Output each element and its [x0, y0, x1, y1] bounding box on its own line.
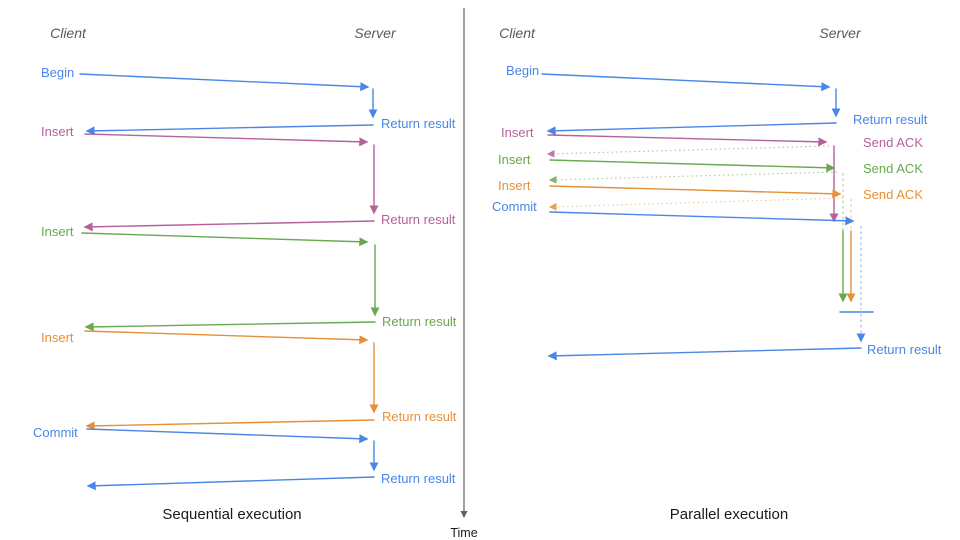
par-insert1-label: Insert — [501, 125, 534, 140]
seq-begin-return-label: Return result — [381, 116, 456, 131]
seq-message-insert-3: Insert Return result — [41, 330, 457, 431]
seq-insert2-return-arrow — [84, 321, 376, 332]
seq-insert1-label: Insert — [41, 124, 74, 139]
par-message-commit: Commit Return result — [492, 199, 942, 361]
par-client-header: Client — [499, 25, 536, 41]
par-insert2-label: Insert — [498, 152, 531, 167]
par-begin-label: Begin — [506, 63, 539, 78]
seq-commit-send-arrow — [86, 428, 369, 444]
sequential-diagram: Client Server Begin Return result Insert… — [33, 25, 457, 523]
seq-server-header: Server — [354, 25, 397, 41]
time-axis-label: Time — [450, 526, 477, 540]
par-begin-send-arrow — [541, 73, 831, 92]
par-message-begin: Begin Return result — [506, 63, 928, 136]
par-insert3-send-arrow — [549, 185, 842, 199]
seq-message-begin: Begin Return result — [41, 65, 456, 136]
par-server-header: Server — [819, 25, 862, 41]
seq-insert2-send-arrow — [81, 232, 369, 247]
par-begin-return-label: Return result — [853, 112, 928, 127]
seq-insert2-label: Insert — [41, 224, 74, 239]
seq-insert1-return-label: Return result — [381, 212, 456, 227]
par-commit-label: Commit — [492, 199, 537, 214]
par-insert3-ack-arrow — [548, 197, 844, 211]
par-message-insert-3: Insert Send ACK — [498, 178, 923, 303]
seq-commit-return-arrow — [86, 476, 375, 491]
parallel-diagram: Client Server Begin Return result Insert… — [492, 25, 942, 523]
par-insert3-ack-label: Send ACK — [863, 187, 923, 202]
seq-insert1-return-arrow — [83, 220, 375, 232]
seq-insert3-return-label: Return result — [382, 409, 457, 424]
seq-commit-return-label: Return result — [381, 471, 456, 486]
seq-insert1-send-arrow — [84, 133, 369, 147]
par-message-insert-1: Insert Send ACK — [501, 125, 923, 223]
par-message-insert-2: Insert Send ACK — [498, 152, 923, 303]
seq-begin-label: Begin — [41, 65, 74, 80]
parallel-title: Parallel execution — [670, 506, 788, 523]
seq-message-insert-2: Insert Return result — [41, 224, 457, 332]
par-commit-return-arrow — [547, 347, 862, 361]
seq-insert3-label: Insert — [41, 330, 74, 345]
par-insert2-ack-arrow — [548, 171, 838, 184]
seq-message-insert-1: Insert Return result — [41, 124, 456, 232]
par-insert3-label: Insert — [498, 178, 531, 193]
par-insert2-ack-label: Send ACK — [863, 161, 923, 176]
par-insert1-ack-label: Send ACK — [863, 135, 923, 150]
seq-begin-return-arrow — [85, 124, 374, 136]
seq-insert3-return-arrow — [85, 419, 375, 431]
seq-client-header: Client — [50, 25, 87, 41]
sequential-title: Sequential execution — [162, 506, 301, 523]
seq-commit-label: Commit — [33, 425, 78, 440]
par-begin-return-arrow — [546, 122, 837, 136]
time-axis: Time — [450, 8, 478, 540]
par-commit-send-arrow — [549, 211, 855, 226]
seq-message-commit: Commit Return result — [33, 425, 456, 491]
seq-begin-send-arrow — [79, 73, 370, 92]
par-commit-return-label: Return result — [867, 342, 942, 357]
seq-insert2-return-label: Return result — [382, 314, 457, 329]
seq-insert3-send-arrow — [84, 330, 369, 345]
par-insert1-ack-arrow — [546, 145, 830, 158]
par-insert2-send-arrow — [549, 159, 836, 173]
par-insert1-send-arrow — [547, 134, 828, 147]
